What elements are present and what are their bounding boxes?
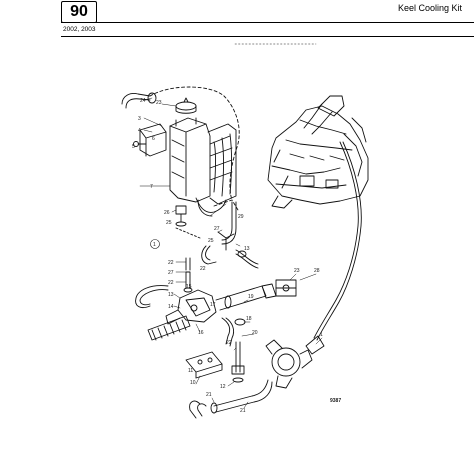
part-label: 22 <box>168 260 174 266</box>
part-label: 7 <box>150 184 153 190</box>
part-label: 13 <box>244 246 250 252</box>
part-label: 11 <box>188 368 193 374</box>
drawing-code: 9387 <box>330 398 341 404</box>
bottom-hose-elbow <box>189 400 201 419</box>
hose-segment-22 <box>185 257 191 271</box>
part-label: 22 <box>226 340 232 346</box>
part-label: 3 <box>138 116 141 122</box>
part-label: 27 <box>214 226 220 232</box>
part-label: 25 <box>208 238 214 244</box>
part-label: 17 <box>210 302 216 308</box>
part-label: 23 <box>156 100 162 106</box>
corrugated-hose <box>147 315 191 341</box>
filler-cap <box>175 101 197 111</box>
part-label: 6 <box>152 136 155 142</box>
part-label: 24 <box>140 98 146 104</box>
part-label: 5 <box>132 144 135 150</box>
circulation-pump <box>265 339 313 389</box>
engine-block-illustration <box>267 95 369 209</box>
part-label: 21 <box>206 392 212 398</box>
part-label: 27 <box>168 270 174 276</box>
vent-hose-small <box>121 93 151 105</box>
tank-mounting-bracket <box>139 123 167 157</box>
subheader-rule <box>61 36 474 37</box>
page-title: Keel Cooling Kit <box>397 3 462 13</box>
circled-reference-label: 1 <box>153 242 156 248</box>
part-labels: 24 23 3 4 5 6 7 26 25 29 27 25 13 22 22 … <box>132 98 341 414</box>
part-label: 25 <box>166 220 172 226</box>
mounting-plate <box>185 351 223 379</box>
hose-right-bend <box>235 249 259 265</box>
part-label: 28 <box>314 268 320 274</box>
page-number: 90 <box>70 3 88 20</box>
part-label: 4 <box>138 128 141 134</box>
tank-dashed-outline <box>149 86 240 201</box>
part-label: 1 <box>320 332 323 338</box>
leader-lines <box>139 97 323 409</box>
part-label: 29 <box>238 214 244 220</box>
part-label: 20 <box>252 330 258 336</box>
bottom-hose <box>213 379 269 407</box>
leader-dashed-mid <box>175 227 201 239</box>
valve-housing <box>165 289 217 325</box>
part-label: 18 <box>246 316 252 322</box>
hose-left-loop <box>135 285 169 309</box>
engine-return-hose <box>313 141 359 339</box>
circled-reference <box>150 239 160 249</box>
tee-fitting <box>217 231 235 251</box>
part-label: 14 <box>168 304 174 310</box>
hose-29 <box>221 201 233 241</box>
part-label: 12 <box>220 384 226 390</box>
part-label: 22 <box>168 280 174 286</box>
vent-hose-small-edge <box>125 98 151 109</box>
part-label: 19 <box>248 294 254 300</box>
hose-piece-mid <box>221 317 231 345</box>
tank-outlet-fitting <box>175 205 187 215</box>
hose-connector-right <box>305 335 325 355</box>
hose-left-bend <box>201 245 217 265</box>
part-label: 13 <box>168 292 174 298</box>
part-label: 21 <box>240 408 246 414</box>
part-label: 15 <box>186 284 192 290</box>
part-label: 23 <box>294 268 300 274</box>
part-label: 16 <box>198 330 204 336</box>
part-label: 10 <box>190 380 196 386</box>
part-label: 26 <box>164 210 170 216</box>
hose-fitting-top <box>147 92 157 104</box>
tank-dashed-lower <box>213 199 239 211</box>
expansion-tank <box>169 117 237 217</box>
model-years: 2002, 2003 <box>63 26 96 33</box>
engine-return-hose-edge <box>316 141 362 341</box>
hose-to-pump <box>215 285 267 311</box>
header-rule <box>61 22 474 23</box>
part-label: 22 <box>200 266 206 272</box>
